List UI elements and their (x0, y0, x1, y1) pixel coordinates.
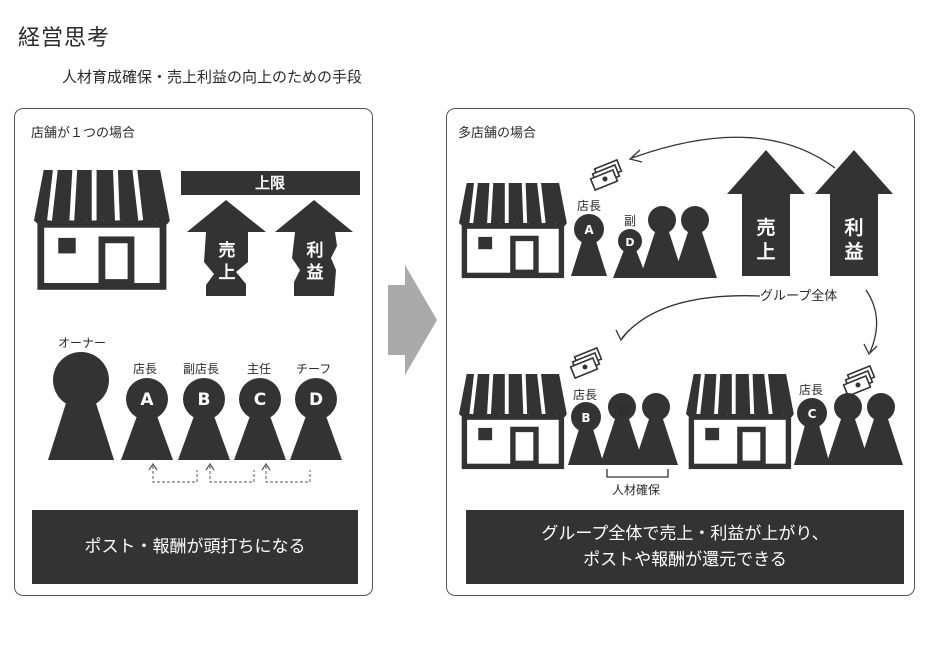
left-panel-label: 店舗が１つの場合 (31, 126, 136, 141)
page-subtitle: 人材育成確保・売上利益の向上のための手段 (62, 68, 363, 86)
store-icon-bottom-right (686, 374, 794, 466)
money-icon-top (589, 159, 623, 191)
manager-figure-bottom-left: B (568, 402, 604, 465)
role-owner: オーナー (58, 336, 107, 350)
distribution-arrowheads (615, 149, 878, 356)
sales-arrow-char2: 上 (219, 263, 236, 283)
money-icon-bottom-right (842, 365, 876, 397)
svg-text:D: D (625, 236, 634, 249)
left-banner-text: ポスト・報酬が頭打ちになる (84, 537, 306, 557)
role-chief: 主任 (247, 362, 272, 376)
transition-arrow-icon (388, 265, 437, 375)
role-manager-bottom-left: 店長 (573, 388, 598, 402)
svg-text:上: 上 (756, 241, 775, 263)
staff-figure-d: D (290, 378, 342, 460)
staff-figure-c: C (234, 378, 286, 460)
store-icon (34, 170, 170, 286)
svg-text:A: A (140, 390, 154, 410)
profit-arrow-char1: 利 (307, 240, 324, 261)
staff-figure-top-2 (673, 206, 717, 278)
store-icon-bottom-left (459, 374, 567, 466)
group-profit-arrow-icon (815, 150, 893, 276)
svg-text:B: B (198, 390, 211, 410)
role-manager: 店長 (133, 362, 158, 376)
right-banner-line1: グループ全体で売上・利益が上がり、 (541, 524, 829, 544)
deputy-figure-top: D (613, 229, 647, 278)
svg-text:利: 利 (844, 217, 863, 239)
svg-text:B: B (581, 411, 590, 425)
sales-arrow-icon (187, 200, 266, 296)
promotion-arrowheads (148, 462, 271, 471)
distribution-curves (621, 136, 878, 353)
role-deputy-bottom-left: 副 (617, 403, 630, 417)
right-banner: グループ全体で売上・利益が上がり、 ポストや報酬が還元できる (466, 510, 904, 584)
right-banner-line2: ポストや報酬が還元できる (583, 550, 787, 570)
role-deputy-manager: 副店長 (183, 362, 220, 376)
staff-figure-br-2 (859, 393, 903, 465)
staff-figure-bl-2 (634, 393, 678, 465)
svg-text:売: 売 (756, 216, 775, 239)
staff-figure-b: B (178, 378, 230, 460)
right-panel-label: 多店舗の場合 (458, 126, 537, 141)
talent-label: 人材確保 (612, 483, 661, 497)
role-chief2: チーフ (296, 362, 332, 376)
talent-bracket (606, 469, 669, 478)
profit-arrow-icon (275, 200, 353, 296)
svg-text:D: D (309, 390, 323, 410)
left-banner: ポスト・報酬が頭打ちになる (32, 510, 358, 584)
store-icon-top (459, 183, 567, 275)
staff-figure-a: A (121, 378, 173, 460)
role-manager-top: 店長 (577, 199, 602, 213)
limit-bar (181, 171, 360, 195)
svg-text:益: 益 (844, 240, 863, 263)
owner-figure (48, 352, 114, 460)
limit-label: 上限 (255, 174, 285, 192)
manager-figure-top: A (571, 214, 607, 276)
group-sales-arrow-icon (727, 150, 805, 276)
svg-text:C: C (254, 390, 266, 410)
role-manager-bottom-right: 店長 (799, 383, 824, 397)
group-label: グループ全体 (760, 289, 838, 304)
manager-figure-bottom-right: C (794, 398, 830, 465)
svg-text:A: A (584, 223, 594, 237)
sales-arrow-char1: 売 (219, 240, 236, 261)
profit-arrow-char2: 益 (307, 262, 324, 283)
page-title: 経営思考 (18, 26, 111, 51)
svg-text:C: C (808, 407, 817, 421)
money-icon-bottom-left (569, 347, 603, 379)
role-deputy-top: 副 (624, 214, 637, 228)
promotion-arrows (152, 466, 311, 483)
